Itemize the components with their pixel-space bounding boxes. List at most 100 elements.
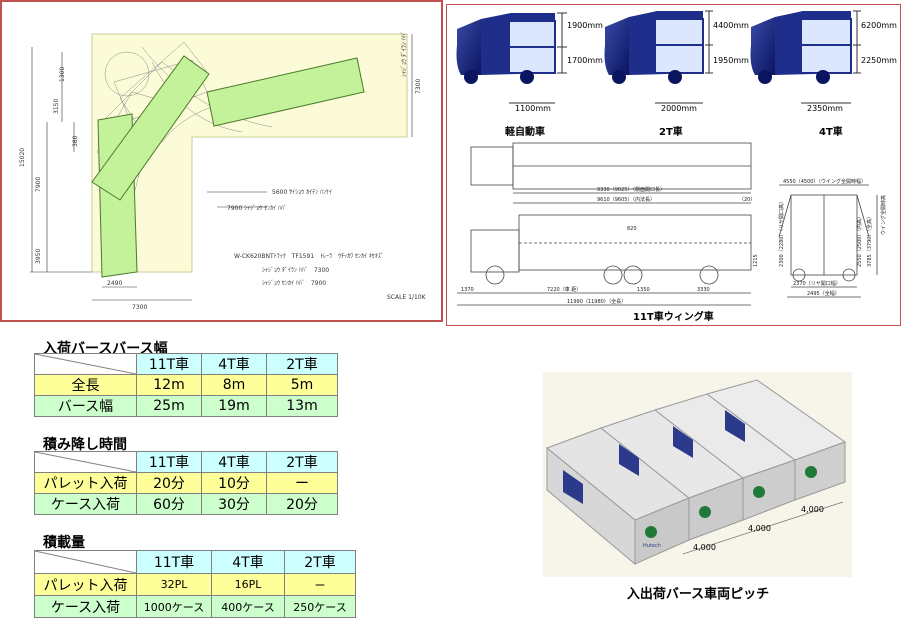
table2-cell: 20分 [136,472,202,494]
t4-h2: 2250mm [861,56,897,65]
table2-row-label: ケース入荷 [34,493,137,515]
leader-note-2: 7900 ｼｬｼﾞｮｳ ｾﾝｶｲ ﾊﾊﾞ [227,205,287,212]
table1-cell: 12m [136,374,202,396]
table2-title: 積み降し時間 [43,437,127,453]
table2-header-11t: 11T車 [136,451,202,473]
dim-2490: 2490 [107,280,122,287]
drawing-note-3: ｼｬｼﾞｮｳ ｾﾝｶｲ ﾊﾊﾞ 7900 [262,280,326,287]
leader-note-1: 5600 ｻｲｼｮｳ ｶｲﾃﾝ ﾊﾝｹｲ [272,189,332,196]
pitch-truck-3 [653,393,797,521]
wing-d11: 2495（全幅） [807,290,840,297]
table-row: ケース入荷 1000ケース 400ケース 250ケース [34,595,356,618]
wing-d12: 2300（2280）（リヤ開口高） [778,199,785,267]
wing-d10: 2370（リヤ開口幅） [793,280,841,287]
table1-header-2t: 2T車 [266,353,338,375]
table1-row-label: 全長 [34,374,137,396]
table2-cell: 30分 [201,493,267,515]
t2-label: 2T車 [659,125,683,138]
table-row: バース幅 25m 19m 13m [34,395,338,417]
pitch-truck-1: Hutech [546,427,690,566]
dim-7300-bottom: 7300 [132,304,147,311]
table2-cell: 10分 [201,472,267,494]
truck-diagonal-shape [91,55,210,201]
table1-header-4t: 4T車 [201,353,267,375]
truck-spec-diagram: 1900mm 1700mm 1100mm 軽自動車 4400mm 1950mm … [456,10,897,323]
table3-cell: ー [284,573,356,596]
wing-d14: 3785（3790）（全高） [866,214,873,267]
kei-w: 1100mm [515,104,551,113]
kei-h1: 1900mm [567,21,603,30]
table-row: パレット入荷 20分 10分 ー [34,472,338,494]
turning-diagram-panel: 15020 7900 3950 3150 1300 380 2490 7300 … [0,0,443,322]
dim-7900: 7900 [35,177,42,192]
wing-truck-caption: 11T車ウィング車 [633,310,714,323]
wing-d5: 7220（車 距） [547,286,581,293]
wing-d9: 4550（4500）（ウイング全開時幅） [783,178,866,185]
wing-truck-drawing [457,142,878,306]
table1-cell: 5m [266,374,338,396]
table1-row-label: バース幅 [34,395,137,417]
table1-cell: 13m [266,395,338,417]
pitch-gap-3: 4,000 [801,505,824,514]
table2: 11T車 4T車 2T車 パレット入荷 20分 10分 ー ケース入荷 60分 … [34,451,338,515]
table2-cell: 60分 [136,493,202,515]
table1: 11T車 4T車 2T車 全長 12m 8m 5m バース幅 25m 19m 1… [34,353,338,417]
t4-label: 4T車 [819,125,843,138]
table-row: ケース入荷 60分 30分 20分 [34,493,338,515]
table2-corner [34,451,137,473]
drawing-scale: SCALE 1/10K [387,294,427,301]
truck-spec-panel: 1900mm 1700mm 1100mm 軽自動車 4400mm 1950mm … [446,4,901,326]
table3-title: 積載量 [43,535,85,551]
table2-cell: ー [266,472,338,494]
table3-header-4t: 4T車 [211,550,285,574]
dim-15020: 15020 [19,148,26,167]
t2-truck-illustration [604,10,713,104]
table1-cell: 25m [136,395,202,417]
dim-3150: 3150 [53,99,60,114]
pitch-truck-2 [599,409,745,541]
t2-h1: 4400mm [713,21,749,30]
wing-d3: （20） [739,197,755,203]
pitch-caption: 入出荷バース車両ピッチ [626,587,770,602]
pitch-gap-1: 4,000 [693,543,716,552]
wing-d4: 1370 [461,287,474,293]
dim-1300: 1300 [59,67,66,82]
pitch-truck-4 [705,379,847,501]
t4-truck-illustration [750,10,861,104]
table2-header-4t: 4T車 [201,451,267,473]
table3-cell: 32PL [136,573,212,596]
wing-d2: 9610（9605）（内法長） [597,196,655,203]
kei-label: 軽自動車 [505,125,545,138]
pitch-gap-2: 4,000 [748,524,771,533]
dim-7300-right: 7300 [415,79,422,94]
table3-cell: 16PL [211,573,285,596]
side-label: ｼｬｼﾞｮｳ ﾀﾞｲﾗﾝ ﾊﾊﾞ [401,31,408,77]
table-row: 全長 12m 8m 5m [34,374,338,396]
table3-row-label: ケース入荷 [34,595,137,618]
wing-d17: ウイング全開時高 [880,195,887,235]
table3-header-2t: 2T車 [284,550,356,574]
table-row: パレット入荷 32PL 16PL ー [34,573,356,596]
wing-d8: 11990（11980）（全長） [567,298,626,305]
table3-header-11t: 11T車 [136,550,212,574]
pitch-illustration: Hutech 4,000 4,000 4,000 [543,372,852,577]
table3-cell: 1000ケース [136,595,212,618]
wing-d6: 1350 [637,287,650,293]
truck-horizontal-shape [206,57,365,127]
t2-h2: 1950mm [713,56,749,65]
dim-380: 380 [72,135,79,147]
kei-truck-illustration [456,12,567,104]
table3-cell: 400ケース [211,595,285,618]
table2-row-label: パレット入荷 [34,472,137,494]
wing-d7: 3330 [697,287,710,293]
table1-header-11t: 11T車 [136,353,202,375]
table1-cell: 19m [201,395,267,417]
wing-d13: 2550（2500）（内高） [856,214,863,267]
table2-cell: 20分 [266,493,338,515]
t4-h1: 6200mm [861,21,897,30]
table3: 11T車 4T車 2T車 パレット入荷 32PL 16PL ー ケース入荷 10… [34,550,356,618]
table3-row-label: パレット入荷 [34,573,137,596]
drawing-note-2: ｼｬｼﾞｮｳ ﾀﾞｲﾗﾝ ﾊﾊﾞ 7300 [262,267,329,274]
pitch-brand-1: Hutech [643,543,661,549]
t2-w: 2000mm [661,104,697,113]
